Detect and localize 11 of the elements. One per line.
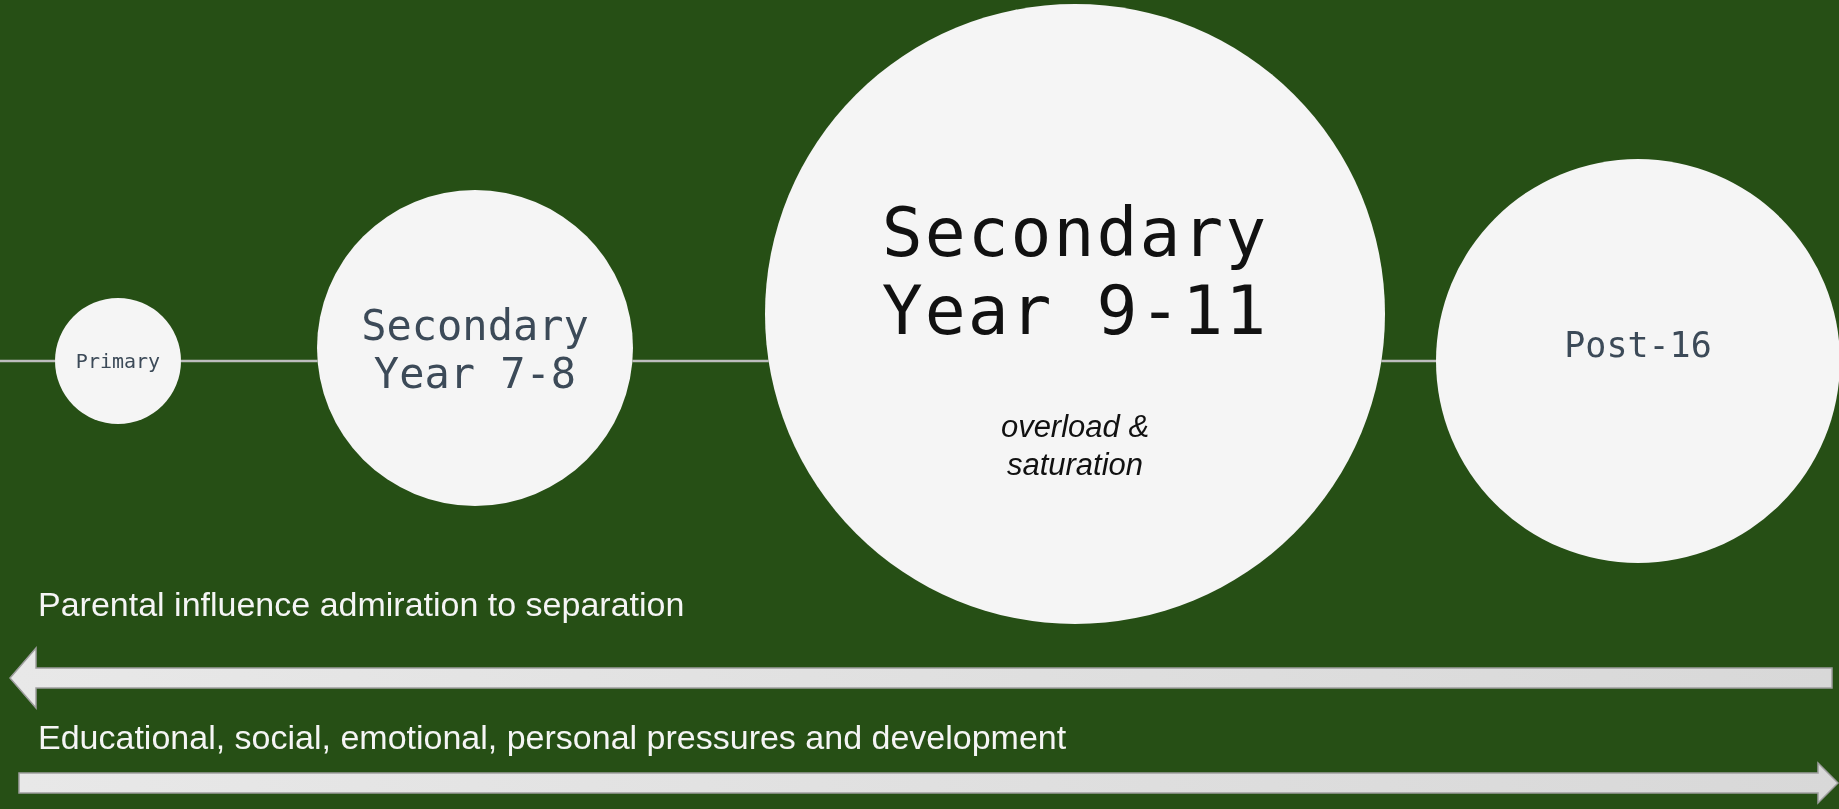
- stage-title: Post-16: [1563, 325, 1713, 366]
- connector-line: [632, 359, 769, 363]
- stage-title: Primary: [74, 349, 162, 373]
- stage-title: Secondary Year 9-11: [880, 194, 1270, 351]
- arrow-caption: Educational, social, emotional, personal pressures and development: [38, 718, 1067, 757]
- stage-title: Secondary Year 7-8: [360, 302, 590, 399]
- connector-line: [1381, 359, 1436, 363]
- arrow-caption: Parental influence admiration to separation: [38, 585, 685, 624]
- connector-line: [181, 359, 318, 363]
- connector-line: [0, 359, 55, 363]
- stage-note: overload & saturation: [999, 408, 1151, 483]
